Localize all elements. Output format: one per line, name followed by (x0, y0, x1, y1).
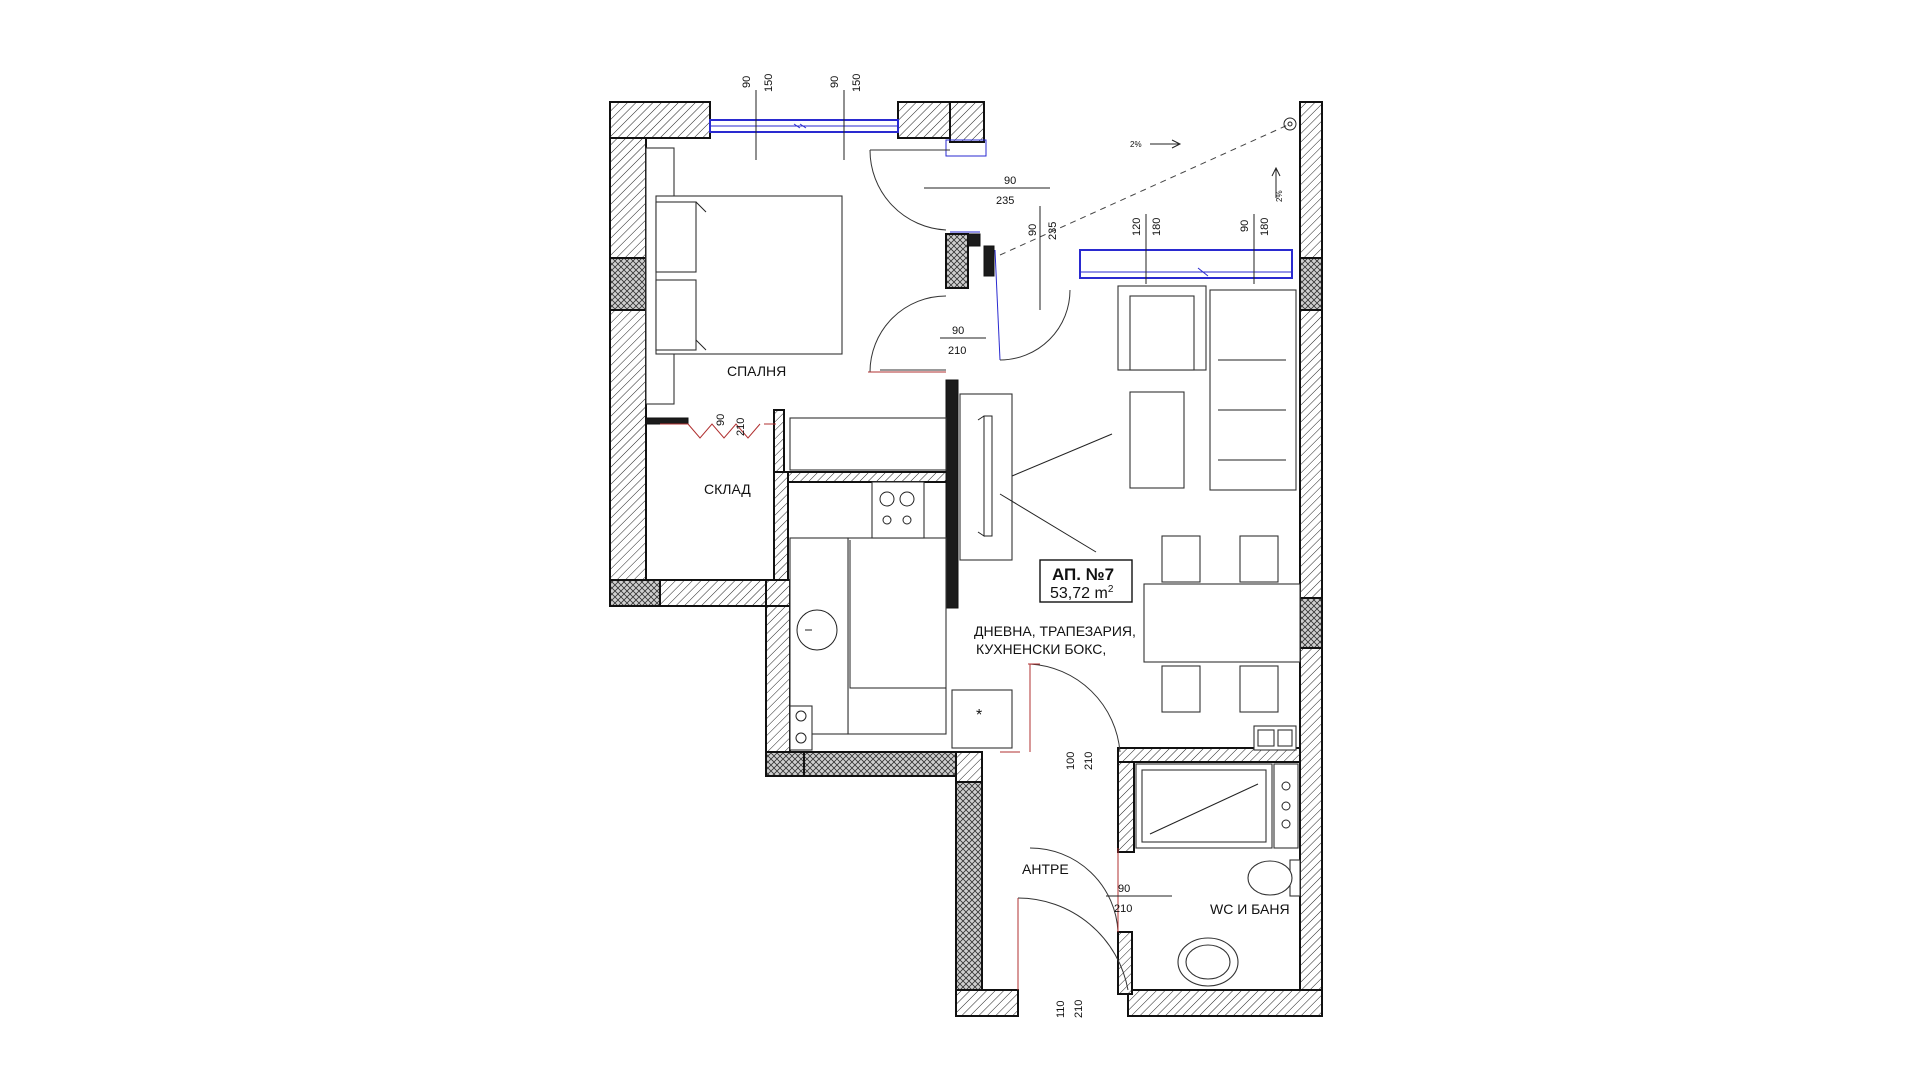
dining-table (1143, 535, 1301, 713)
dim-win-bed-right-h: 150 (851, 74, 863, 92)
slope-arrow-icon (1150, 139, 1182, 149)
exterior-walls (609, 101, 1323, 1017)
dim-win-living-left-w: 120 (1131, 218, 1143, 236)
toilet (1247, 859, 1301, 897)
dim-balcony-door-h: 235 (1047, 222, 1059, 240)
dim-win-bed-left-w: 90 (741, 76, 753, 88)
asterisk-symbol: * (976, 707, 982, 724)
tv-stand (959, 393, 1113, 561)
dim-win-living-left-h: 180 (1151, 218, 1163, 236)
dim-living-door-h: 210 (1083, 752, 1095, 770)
apartment-area: 53,72 m2 (1050, 584, 1114, 602)
dim-terrace-door-h: 235 (996, 195, 1014, 207)
bed (645, 147, 843, 405)
dim-win-living-right-w: 90 (1239, 220, 1251, 232)
interior-walls (645, 233, 1301, 995)
wardrobe (789, 417, 947, 471)
room-label-bathroom: WC И БАНЯ (1210, 901, 1290, 917)
coffee-table (1129, 391, 1185, 489)
dim-bed-door-h: 210 (948, 345, 966, 357)
room-label-living-line1: ДНЕВНА, ТРАПЕЗАРИЯ, (974, 623, 1136, 639)
washing-machine (1253, 725, 1297, 751)
windows (709, 119, 1293, 361)
sink (1177, 937, 1239, 987)
dim-living-door-w: 100 (1065, 752, 1077, 770)
dim-bath-door-h: 210 (1114, 903, 1132, 915)
dim-win-bed-right-w: 90 (829, 76, 841, 88)
dim-bed-door-w: 90 (952, 325, 964, 337)
slope-label-1: 2% (1130, 140, 1142, 149)
room-label-living-line2: КУХНЕНСКИ БОКС, (976, 641, 1106, 657)
door-swings (660, 149, 1129, 991)
slope-arrow-icon (1271, 166, 1281, 198)
room-label-hall: АНТРЕ (1022, 861, 1069, 877)
kitchen (789, 481, 1013, 751)
slope-label-2: 2% (1275, 190, 1284, 202)
sofa (1117, 285, 1297, 491)
bathtub (1135, 763, 1299, 849)
dim-entry-door-h: 210 (1073, 1000, 1085, 1018)
room-label-storage: СКЛАД (704, 481, 751, 497)
dim-storage-door-w: 90 (715, 414, 727, 426)
dim-bath-door-w: 90 (1118, 883, 1130, 895)
dim-entry-door-w: 110 (1055, 1000, 1067, 1018)
terrace-edge (999, 123, 1291, 256)
dim-terrace-door-w: 90 (1004, 175, 1016, 187)
dim-win-bed-left-h: 150 (763, 74, 775, 92)
dim-balcony-door-w: 90 (1027, 224, 1039, 236)
apartment-title: АП. №7 (1052, 565, 1114, 584)
dim-win-living-right-h: 180 (1259, 218, 1271, 236)
apartment-tag: АП. №7 53,72 m2 (1039, 559, 1133, 603)
dim-storage-door-h: 210 (735, 418, 747, 436)
dimension-labels: 90 150 90 150 90 235 90 235 120 180 90 1… (715, 74, 1284, 1018)
room-label-bedroom: СПАЛНЯ (727, 363, 786, 379)
